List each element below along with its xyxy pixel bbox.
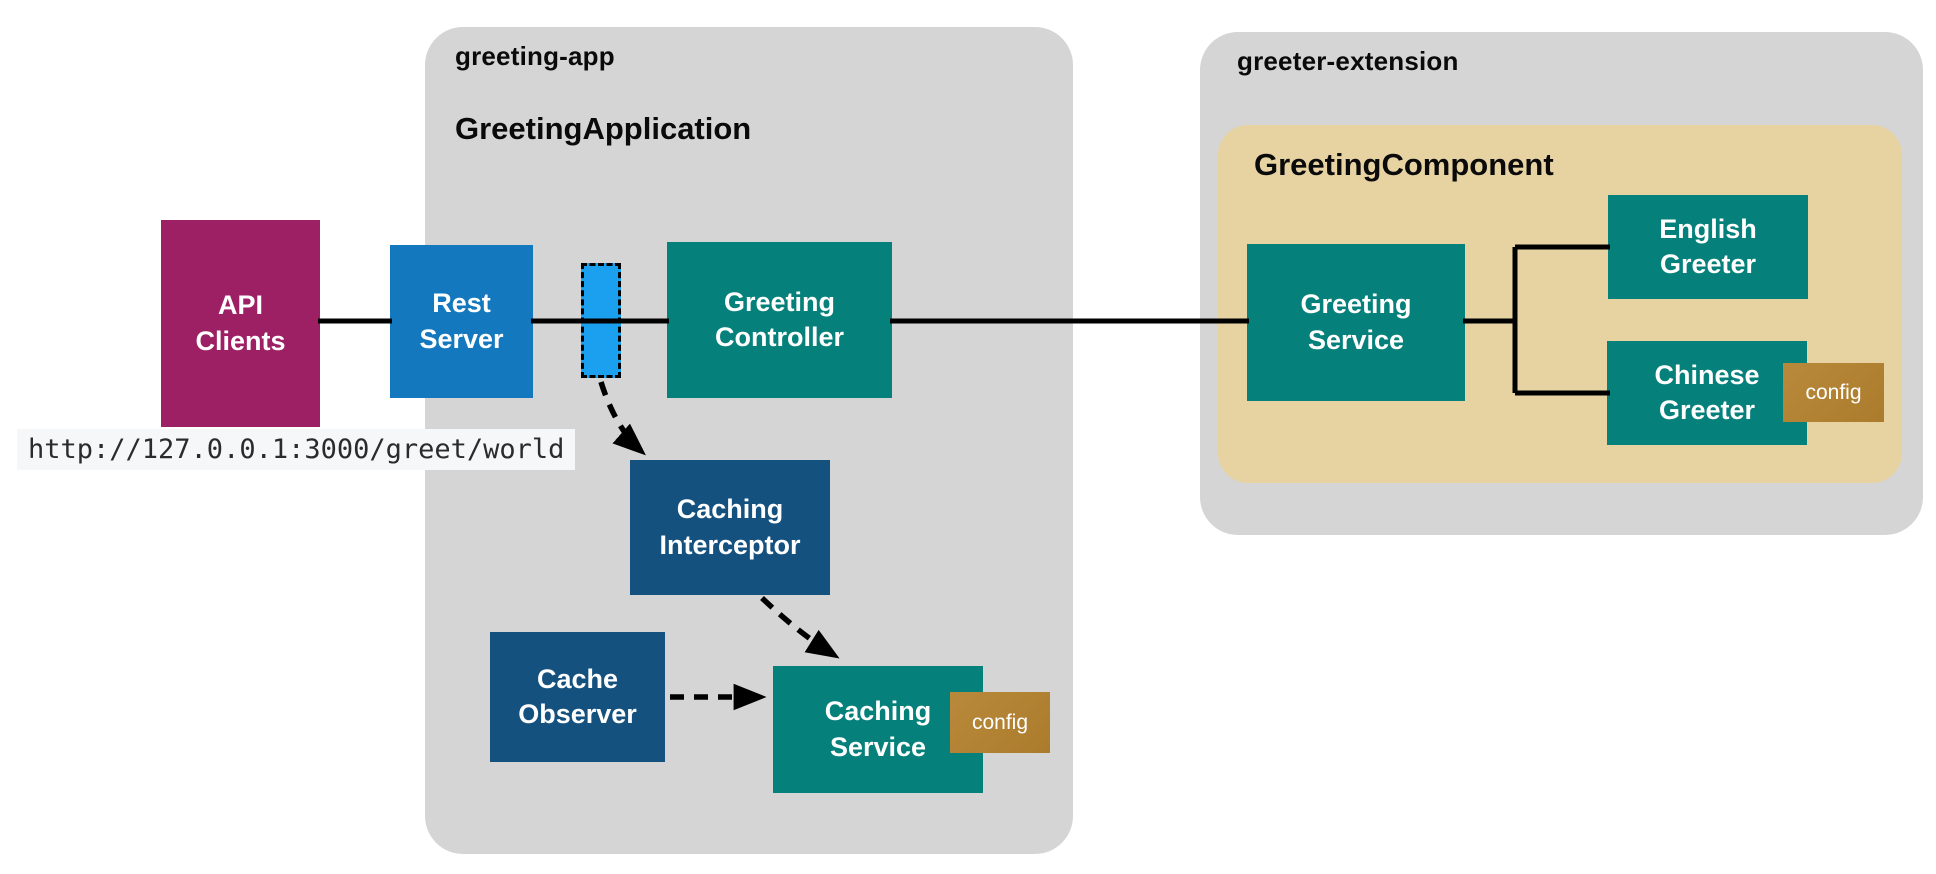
greeting-app-package-label: greeting-app [455, 41, 615, 71]
cache-observer-node: Cache Observer [490, 632, 665, 762]
chinese-greeter-label: Chinese Greeter [1654, 359, 1760, 425]
greeting-component-label: GreetingComponent [1254, 147, 1554, 182]
greeter-extension-package-label: greeter-extension [1237, 46, 1459, 76]
caching-service-label: Caching Service [824, 696, 932, 762]
caching-interceptor-label: Caching Interceptor [659, 494, 801, 560]
caching-service-node: Caching Service [773, 666, 983, 793]
caching-service-config-badge: config [950, 692, 1050, 753]
chinese-greeter-config-badge: config [1783, 363, 1884, 422]
interception-point-node [581, 263, 621, 378]
greeting-service-label: Greeting Service [1300, 289, 1412, 355]
english-greeter-label: English Greeter [1659, 213, 1757, 279]
cache-observer-label: Cache Observer [518, 663, 637, 729]
greeting-controller-node: Greeting Controller [667, 242, 892, 398]
rest-server-node: Rest Server [390, 245, 533, 398]
greeting-application-label: GreetingApplication [455, 111, 752, 146]
english-greeter-node: English Greeter [1608, 195, 1808, 299]
chinese-greeter-config-label: config [1805, 380, 1862, 404]
caching-service-config-label: config [971, 710, 1029, 734]
api-clients-label: API Clients [195, 290, 286, 356]
caching-interceptor-node: Caching Interceptor [630, 460, 830, 595]
chinese-greeter-node: Chinese Greeter [1607, 341, 1807, 445]
greeting-service-node: Greeting Service [1247, 244, 1465, 401]
greeting-controller-label: Greeting Controller [714, 286, 844, 352]
api-clients-node: API Clients [161, 220, 320, 427]
rest-server-label: Rest Server [419, 288, 504, 354]
request-url-label: http://127.0.0.1:3000/greet/world [17, 429, 576, 470]
